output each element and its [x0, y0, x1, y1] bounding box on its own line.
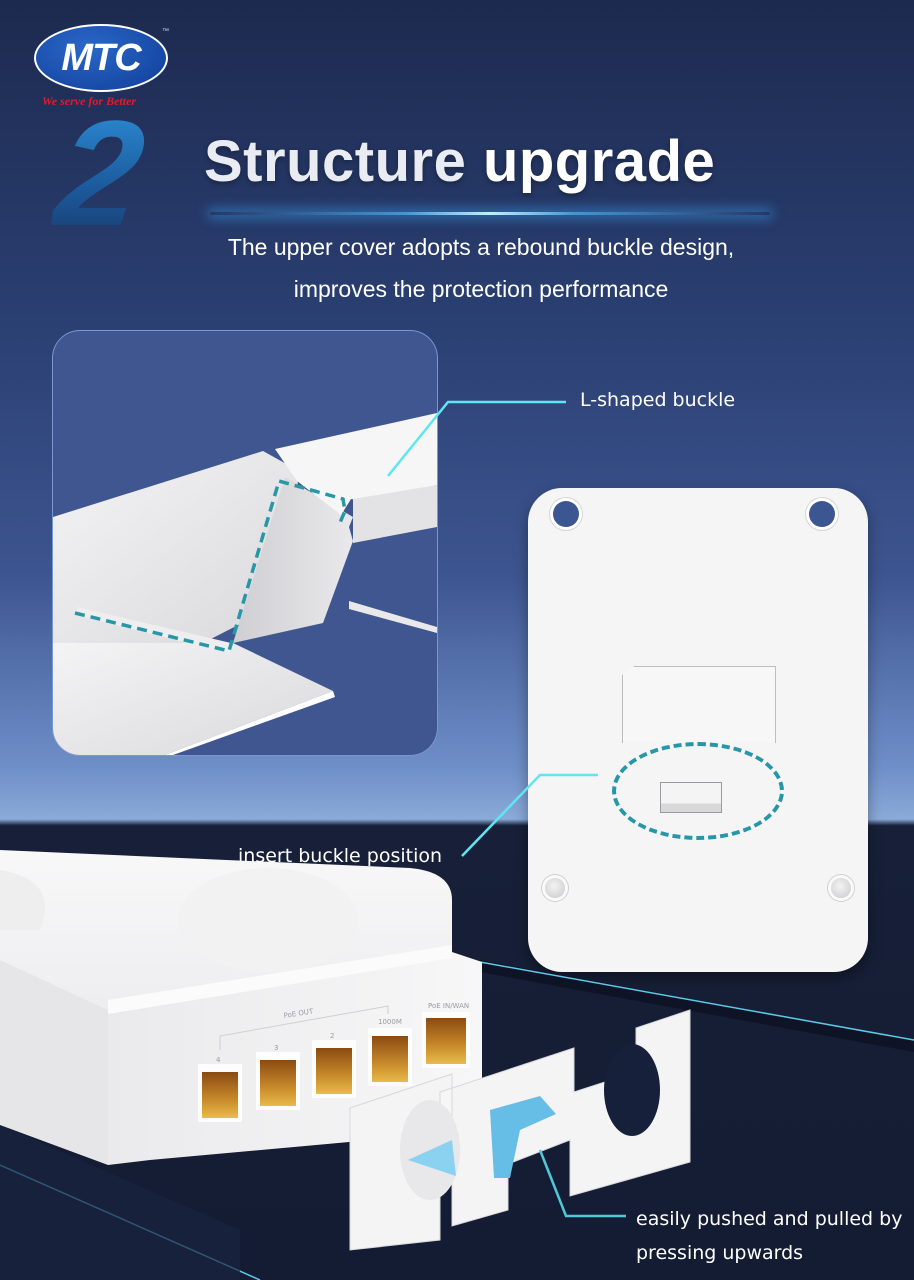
port-label-4: 4	[216, 1056, 221, 1064]
buckle-detail-panel	[52, 330, 438, 756]
callout-l-shaped-buckle: L-shaped buckle	[580, 389, 736, 411]
l-buckle-illustration	[53, 413, 437, 755]
trademark-symbol: ™	[162, 28, 169, 35]
subtitle-line-1: The upper cover adopts a rebound buckle …	[227, 234, 735, 260]
subtitle-line-2: improves the protection performance	[293, 276, 669, 302]
brand-logo: MTC	[34, 24, 168, 92]
title-word-1: Structure	[204, 129, 467, 194]
screw-icon	[831, 878, 851, 898]
cover-plate	[528, 488, 868, 972]
callout-line-insert	[461, 773, 598, 857]
port-label-3: 3	[274, 1044, 278, 1052]
highlight-ellipse	[612, 742, 784, 840]
section-title: Structure upgrade	[204, 128, 715, 195]
callout-line-push	[538, 1149, 626, 1218]
screw-icon	[545, 878, 565, 898]
ethernet-ports	[198, 1005, 470, 1122]
mounting-hole	[553, 501, 579, 527]
port-label-2: 2	[330, 1032, 334, 1040]
glow-divider	[210, 212, 770, 215]
callout-push-pull: easily pushed and pulled by pressing upw…	[636, 1202, 902, 1270]
mounting-hole	[809, 501, 835, 527]
callout-push-line-1: easily pushed and pulled by	[636, 1208, 903, 1230]
logo-text: MTC	[61, 36, 141, 79]
port-label-1000m: 1000M	[378, 1018, 402, 1026]
brand-tagline: We serve for Better	[42, 94, 136, 108]
title-word-2: upgrade	[482, 129, 716, 194]
callout-insert-buckle-position: insert buckle position	[238, 845, 443, 867]
callout-push-line-2: pressing upwards	[636, 1242, 804, 1264]
callout-line-lshape	[387, 400, 566, 477]
label-recess	[622, 666, 776, 743]
port-label-poe-in: PoE IN/WAN	[428, 1002, 469, 1010]
